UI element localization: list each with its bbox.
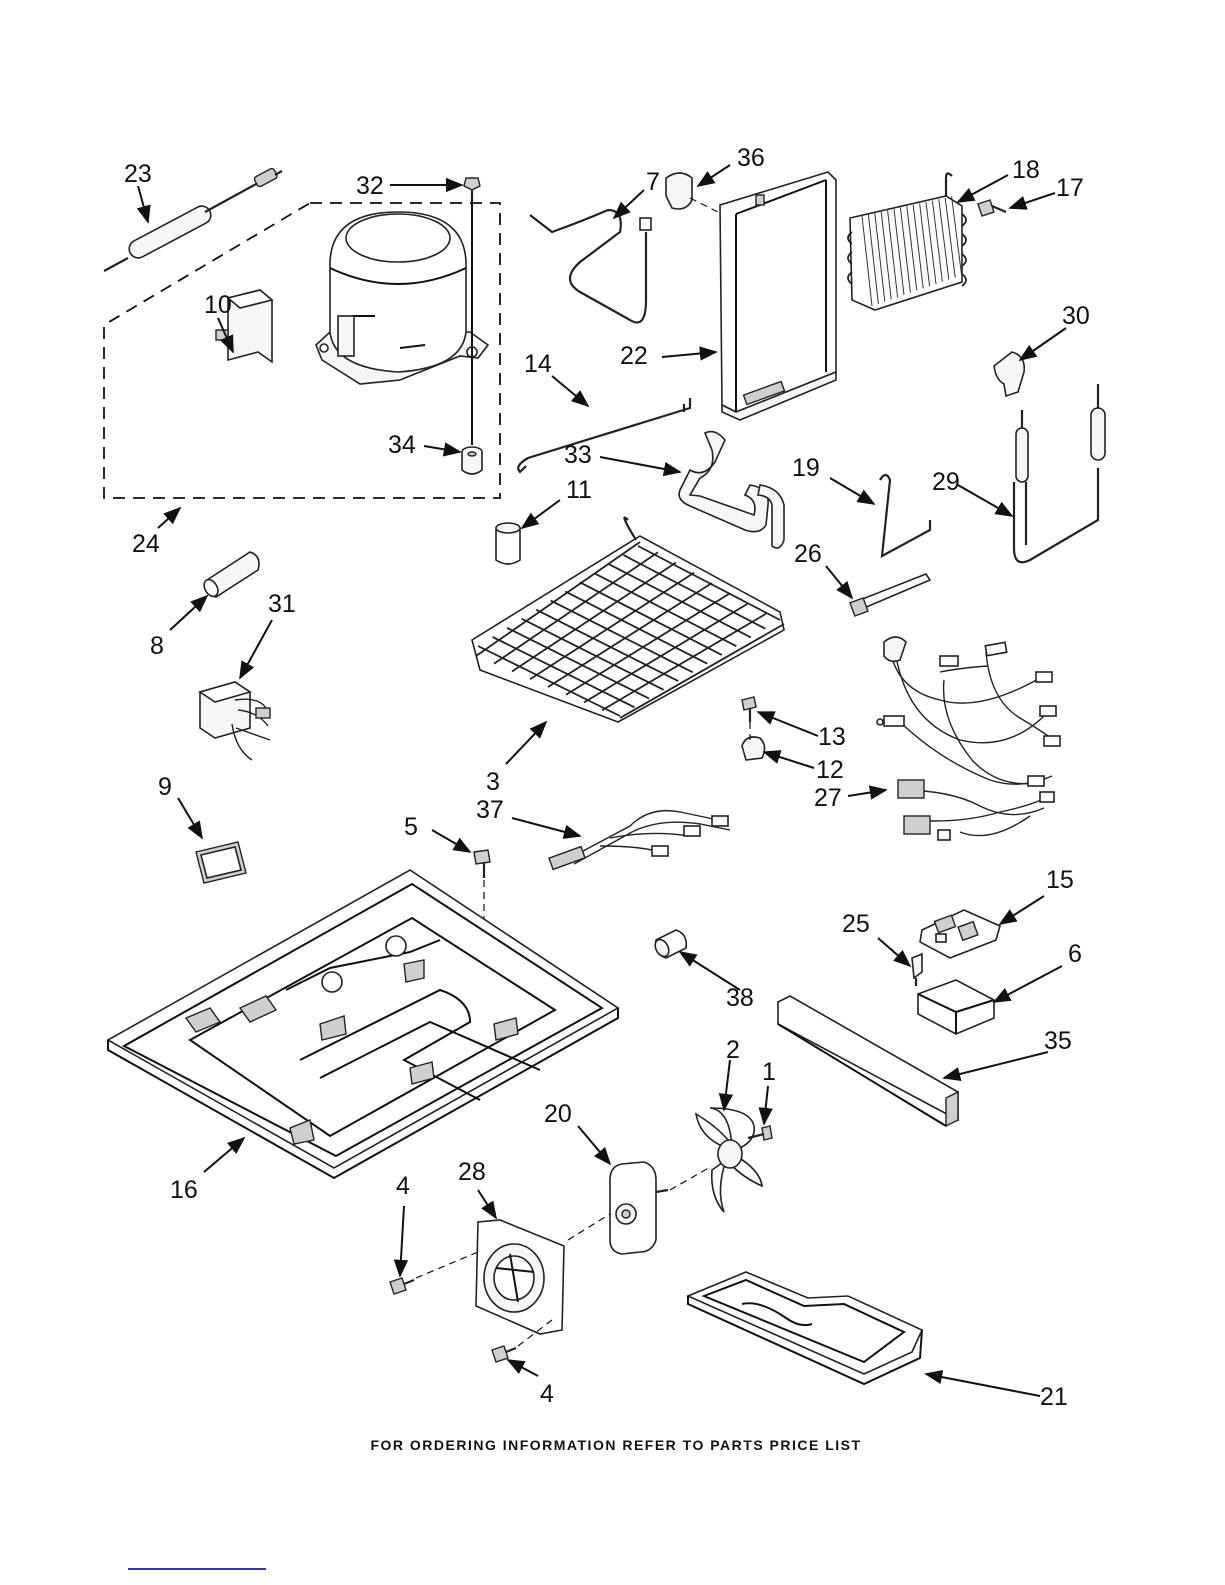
drain-tube-part[interactable] (679, 432, 784, 548)
callout-12: 12 (816, 756, 844, 784)
callout-36: 36 (737, 144, 765, 172)
shroud-screw-lower-part[interactable] (492, 1346, 516, 1362)
callout-11: 11 (566, 476, 592, 504)
callout-7: 7 (646, 168, 660, 196)
callout-35: 35 (1044, 1027, 1072, 1055)
callout-8: 8 (150, 632, 164, 660)
shroud-screw-upper-part[interactable] (390, 1278, 414, 1294)
evaporator-part[interactable] (848, 173, 966, 310)
callout-32: 32 (356, 172, 384, 200)
cable-tie-part[interactable] (850, 574, 930, 616)
fan-motor-part[interactable] (610, 1162, 668, 1254)
suction-line-part[interactable] (1014, 384, 1105, 562)
control-board-part[interactable] (920, 910, 1000, 958)
callout-17: 17 (1056, 174, 1084, 202)
footer-note: FOR ORDERING INFORMATION REFER TO PARTS … (370, 1437, 861, 1453)
callout-15: 15 (1046, 866, 1074, 894)
callout-28: 28 (458, 1158, 486, 1186)
pad-part[interactable] (196, 842, 246, 883)
callout-29: 29 (932, 468, 960, 496)
wire-harness-part[interactable] (877, 637, 1060, 840)
callout-23: 23 (124, 160, 152, 188)
control-box-part[interactable] (918, 980, 994, 1034)
fan-blade-part[interactable] (696, 1108, 762, 1212)
callout-22: 22 (620, 342, 648, 370)
base-screw-part[interactable] (474, 850, 490, 878)
start-device-part[interactable] (200, 682, 270, 760)
clamp-part[interactable] (742, 722, 765, 760)
compressor-part[interactable] (316, 212, 488, 384)
callout-5: 5 (404, 813, 418, 841)
heater-bracket-part[interactable] (880, 475, 930, 556)
tube-clip-part[interactable] (994, 352, 1024, 396)
callout-6: 6 (1068, 940, 1082, 968)
callout-30: 30 (1062, 302, 1090, 330)
callout-27: 27 (814, 784, 842, 812)
clip-part[interactable] (666, 173, 692, 209)
callout-19: 19 (792, 454, 820, 482)
callout-26: 26 (794, 540, 822, 568)
heater-wire-part[interactable] (518, 398, 690, 472)
callout-38: 38 (726, 984, 754, 1012)
callout-10: 10 (204, 291, 232, 319)
callout-31: 31 (268, 590, 296, 618)
clamp-screw-part[interactable] (742, 697, 756, 722)
callout-13: 13 (818, 723, 846, 751)
callout-37: 37 (476, 796, 504, 824)
callout-21: 21 (1040, 1383, 1068, 1411)
evaporator-screw-part[interactable] (978, 200, 1006, 216)
callout-1: 1 (762, 1058, 776, 1086)
bracket-clip-part[interactable] (912, 954, 922, 986)
callout-24: 24 (132, 530, 160, 558)
callout-3: 3 (486, 768, 500, 796)
callout-9: 9 (158, 773, 172, 801)
callout-4-lower: 4 (540, 1380, 554, 1408)
bottom-rule (128, 1568, 266, 1570)
base-frame-part[interactable] (108, 870, 618, 1178)
plug-part[interactable] (652, 930, 686, 959)
callout-18: 18 (1012, 156, 1040, 184)
callout-4-upper: 4 (396, 1172, 410, 1200)
drain-pan-part[interactable] (688, 1272, 922, 1384)
callout-14: 14 (524, 350, 552, 378)
callout-20: 20 (544, 1100, 572, 1128)
leader-lines (138, 165, 1066, 1396)
discharge-tube-part[interactable] (530, 210, 651, 323)
capacitor-part[interactable] (496, 523, 520, 564)
fan-shroud-part[interactable] (476, 1220, 564, 1334)
evaporator-housing-part[interactable] (720, 172, 836, 420)
callout-16: 16 (170, 1176, 198, 1204)
small-harness-part[interactable] (549, 811, 730, 870)
callout-34: 34 (388, 431, 416, 459)
callout-33: 33 (564, 441, 592, 469)
grommet-part[interactable] (462, 447, 482, 474)
callout-2: 2 (726, 1036, 740, 1064)
callout-25: 25 (842, 910, 870, 938)
sleeve-part[interactable] (201, 552, 259, 599)
